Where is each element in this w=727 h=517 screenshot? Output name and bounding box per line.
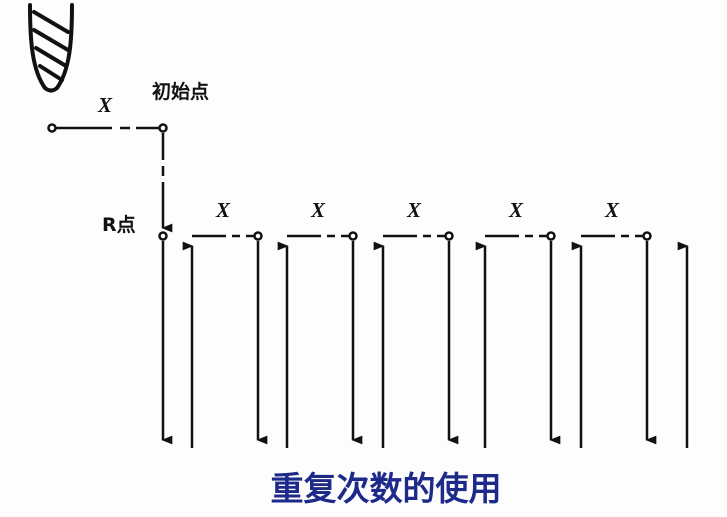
x-label-initial: X [97, 93, 113, 117]
x-label-2: X [310, 198, 326, 222]
start-point-label: 初始点 [152, 80, 209, 103]
caption: 重复次数的使用 [271, 469, 502, 508]
x-label-1: X [215, 198, 231, 222]
hole-point-4 [546, 231, 556, 241]
x-label-4: X [508, 198, 524, 222]
x-label-5: X [604, 198, 620, 222]
hole-point-5 [642, 231, 652, 241]
first-plunge [158, 133, 173, 445]
initial-move [47, 123, 168, 133]
hole-point-2 [348, 231, 358, 241]
hole-point-1 [253, 231, 263, 241]
hole-point-3 [444, 231, 454, 241]
repeat-cycles [182, 231, 689, 448]
x-label-3: X [406, 198, 422, 222]
r-point-label: R点 [102, 214, 136, 236]
drill-bit-icon [28, 3, 74, 93]
